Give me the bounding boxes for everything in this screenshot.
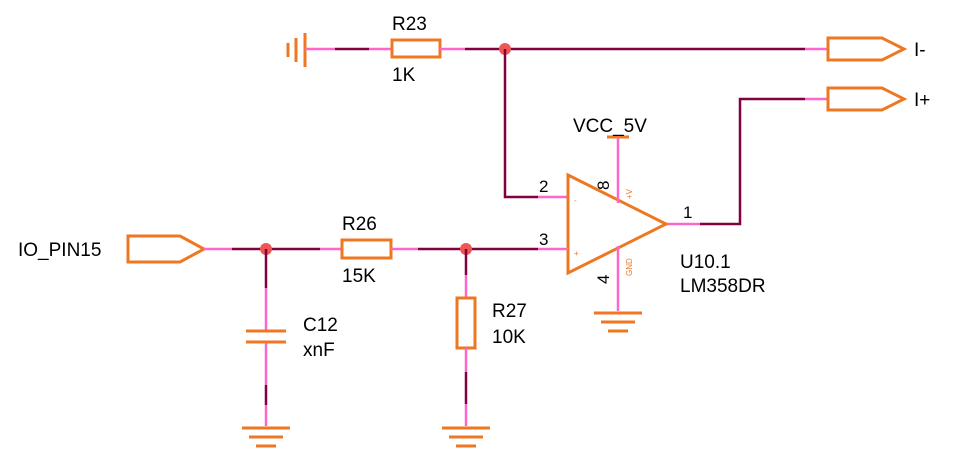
capacitor-c12: [246, 329, 286, 344]
io-pin15-label: IO_PIN15: [18, 240, 101, 261]
c12-ref: C12: [303, 315, 338, 336]
r23-ref: R23: [392, 14, 427, 35]
ground-symbol-r27: [442, 426, 490, 448]
r26-value: 15K: [342, 266, 376, 287]
r27-value: 10K: [492, 327, 526, 348]
r27-ref: R27: [492, 301, 527, 322]
resistor-r26: [340, 238, 393, 260]
opamp-plus-sign: +: [574, 249, 579, 258]
wire-feedback: [503, 49, 538, 199]
pin8-number: 8: [594, 181, 613, 190]
i-plus-label: I+: [914, 90, 930, 111]
pin4-number: 4: [594, 275, 613, 284]
r23-value: 1K: [392, 65, 416, 86]
pin2-number: 2: [539, 177, 548, 196]
resistor-r27: [455, 296, 477, 350]
u10-value: LM358DR: [680, 276, 766, 297]
opamp-vplus-tag: +V: [625, 188, 634, 199]
u10-ref: U10.1: [680, 252, 731, 273]
ground-symbol-c12: [242, 426, 290, 448]
resistor-r23: [390, 38, 442, 59]
port-io-pin15: [126, 234, 208, 264]
ground-symbol-opamp: [594, 311, 642, 333]
pin1-number: 1: [683, 203, 692, 222]
pin3-number: 3: [539, 230, 548, 249]
i-minus-label: I-: [914, 40, 926, 61]
port-i-minus: [826, 36, 908, 62]
r26-ref: R26: [342, 214, 377, 235]
c12-value: xnF: [303, 340, 335, 361]
ground-symbol-r23: [286, 33, 307, 67]
wire-output: [700, 97, 805, 226]
port-i-plus: [826, 86, 908, 112]
opamp-gnd-tag: GND: [625, 258, 634, 276]
opamp-minus-sign: -: [574, 196, 577, 205]
vcc-label: VCC_5V: [573, 116, 647, 137]
